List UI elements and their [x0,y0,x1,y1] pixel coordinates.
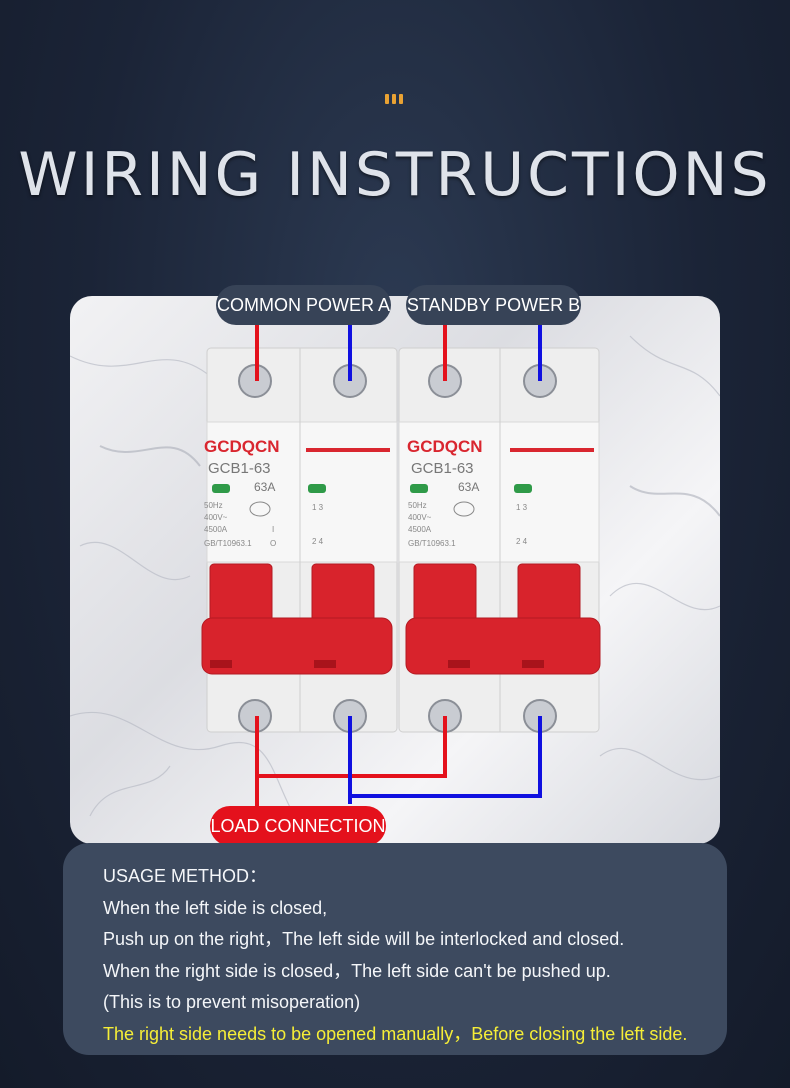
cap-left: 4500A [204,525,228,534]
term-top-right: 1 3 [516,503,528,512]
label-load-connection: LOAD CONNECTION [210,806,386,846]
term-top-left: 1 3 [312,503,324,512]
term-bottom-left: 2 4 [312,537,324,546]
std-left: GB/T10963.1 [204,539,252,548]
usage-line-1: When the left side is closed, [103,897,328,918]
brand-left: GCDQCN [204,437,280,456]
page-title: WIRING INSTRUCTIONS [18,140,772,210]
usage-panel: USAGE METHOD： When the left side is clos… [63,843,727,1055]
term-bottom-right: 2 4 [516,537,528,546]
freq-right: 50Hz [408,501,427,510]
rating-left: 63A [254,480,275,494]
breaker-photo: GCDQCN GCDQCN GCB1-63 GCB1-63 63A 63A 50… [70,296,720,844]
freq-left: 50Hz [204,501,223,510]
usage-line-4: (This is to prevent misoperation) [103,992,361,1012]
volt-right: 400V~ [408,513,432,522]
label-standby-power: STANDBY POWER B [406,285,581,325]
usage-warning: The right side needs to be opened manual… [103,1023,688,1044]
breaker-illustration: GCDQCN GCDQCN GCB1-63 GCB1-63 63A 63A 50… [70,296,720,837]
usage-line-3: When the right side is closed，The left s… [103,960,611,981]
on-mark-left: I [272,525,274,534]
usage-line-2: Push up on the right，The left side will … [103,929,625,949]
rating-right: 63A [458,480,479,494]
volt-left: 400V~ [204,513,228,522]
model-right: GCB1-63 [411,460,474,477]
cap-right: 4500A [408,525,432,534]
usage-heading: USAGE METHOD： [103,866,268,886]
std-right: GB/T10963.1 [408,539,456,548]
brand-right: GCDQCN [407,437,483,456]
off-mark-left: O [270,539,276,548]
label-common-power: COMMON POWER A [216,285,391,325]
decor-dots [385,94,403,104]
model-left: GCB1-63 [208,460,271,477]
